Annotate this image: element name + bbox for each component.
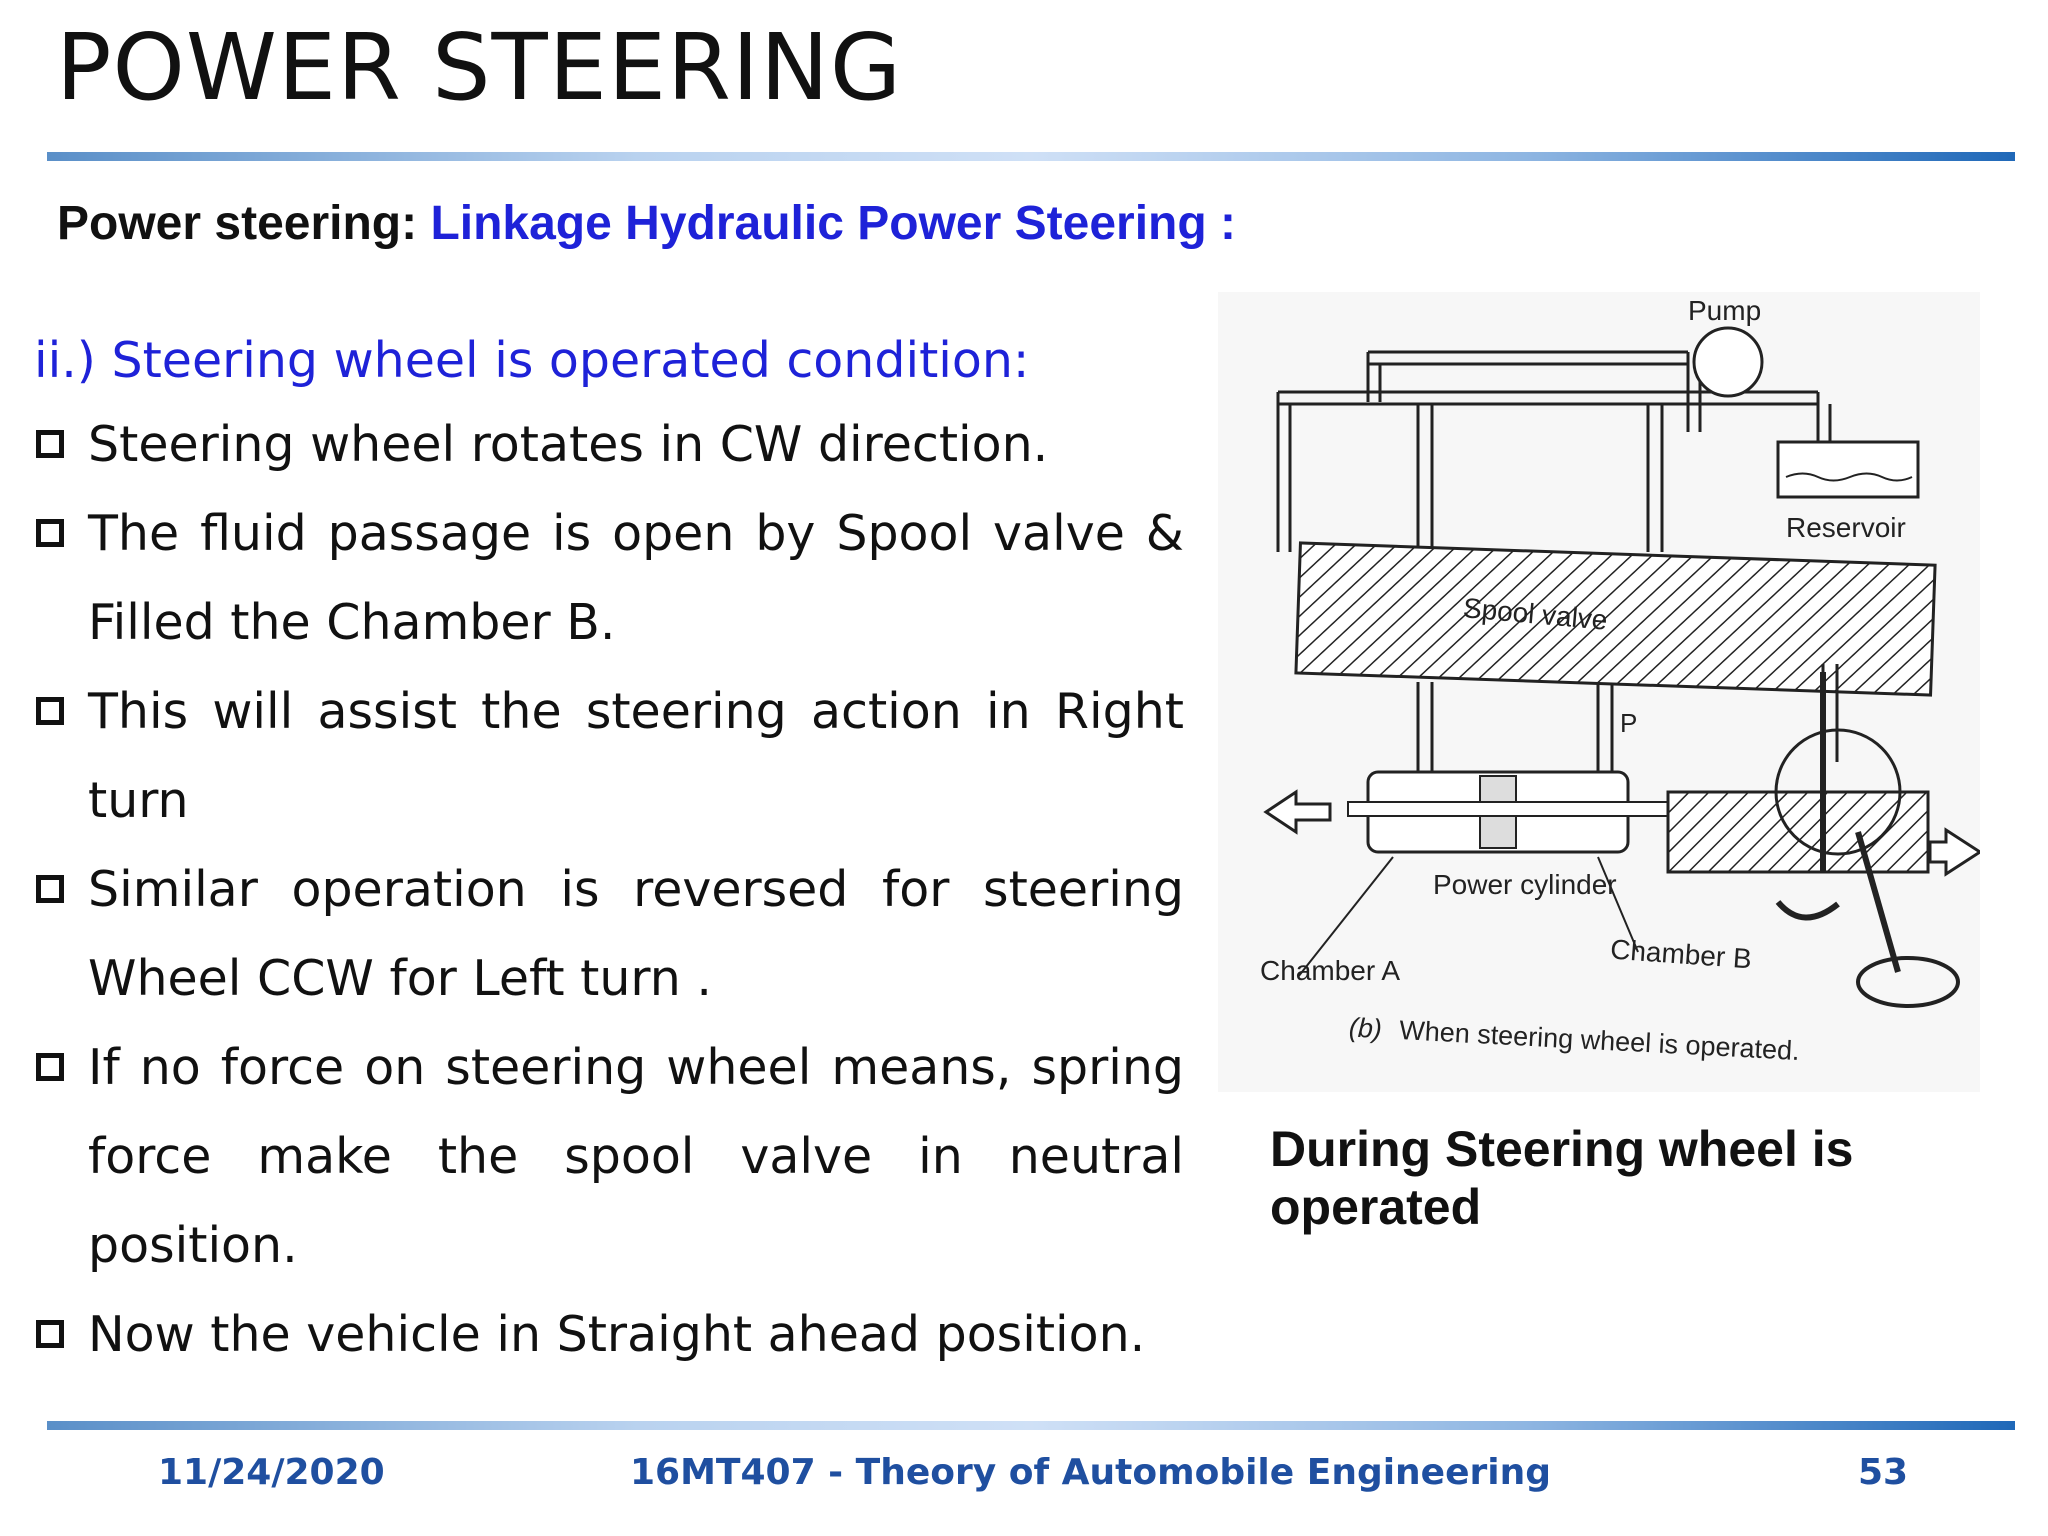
power-steering-diagram: Pump Reservoir Spool valve P Power cylin… bbox=[1218, 292, 1980, 1092]
power-cylinder-label: Power cylinder bbox=[1433, 869, 1617, 900]
footer-course: 16MT407 - Theory of Automobile Engineeri… bbox=[630, 1452, 1552, 1493]
bullet-item: Similar operation is reversed for steeri… bbox=[34, 845, 1184, 1023]
pump-icon bbox=[1692, 326, 1764, 398]
reservoir-label: Reservoir bbox=[1786, 512, 1906, 543]
p-label: P bbox=[1620, 708, 1637, 738]
left-arrow-icon bbox=[1263, 789, 1332, 835]
chamber-b-leader bbox=[1597, 856, 1639, 953]
slide-subtitle: Power steering: Linkage Hydraulic Power … bbox=[57, 196, 1236, 251]
right-arrow-icon bbox=[1928, 827, 1980, 877]
spool-valve-block bbox=[1294, 541, 1937, 697]
reservoir-icon bbox=[1776, 440, 1920, 499]
bullet-item: Now the vehicle in Straight ahead positi… bbox=[34, 1290, 1184, 1379]
rack bbox=[1666, 790, 1930, 874]
bullet-list: Steering wheel rotates in CW direction. … bbox=[34, 400, 1184, 1379]
checkbox-bullet-icon bbox=[36, 430, 64, 458]
bullet-item: The fluid passage is open by Spool valve… bbox=[34, 489, 1184, 667]
footer-page-number: 53 bbox=[1858, 1452, 1909, 1493]
bullet-item: Steering wheel rotates in CW direction. bbox=[34, 400, 1184, 489]
footer-date: 11/24/2020 bbox=[158, 1452, 385, 1493]
bullet-item: If no force on steering wheel means, spr… bbox=[34, 1023, 1184, 1290]
pinion-gear-icon bbox=[1774, 728, 1902, 856]
checkbox-bullet-icon bbox=[36, 875, 64, 903]
pump-label: Pump bbox=[1688, 295, 1761, 326]
title-divider bbox=[47, 152, 2015, 161]
condition-heading: ii.) Steering wheel is operated conditio… bbox=[34, 332, 1030, 389]
steering-column bbox=[1855, 831, 1901, 973]
checkbox-bullet-icon bbox=[36, 1320, 64, 1348]
diagram-caption: During Steering wheel is operated bbox=[1270, 1121, 1854, 1235]
chamber-a-label: Chamber A bbox=[1260, 955, 1400, 986]
reservoir-fluid-icon bbox=[1785, 472, 1913, 482]
footer-divider bbox=[47, 1421, 2015, 1430]
checkbox-bullet-icon bbox=[36, 1053, 64, 1081]
rotation-arrow-icon bbox=[1775, 899, 1840, 921]
subtitle-prefix: Power steering: bbox=[57, 197, 418, 250]
slide-title: POWER STEERING bbox=[56, 14, 903, 121]
subtitle-highlight: Linkage Hydraulic Power Steering : bbox=[430, 197, 1236, 250]
checkbox-bullet-icon bbox=[36, 519, 64, 547]
chamber-a-leader bbox=[1297, 856, 1394, 978]
bullet-item: This will assist the steering action in … bbox=[34, 667, 1184, 845]
steering-wheel-icon bbox=[1856, 956, 1960, 1008]
checkbox-bullet-icon bbox=[36, 697, 64, 725]
